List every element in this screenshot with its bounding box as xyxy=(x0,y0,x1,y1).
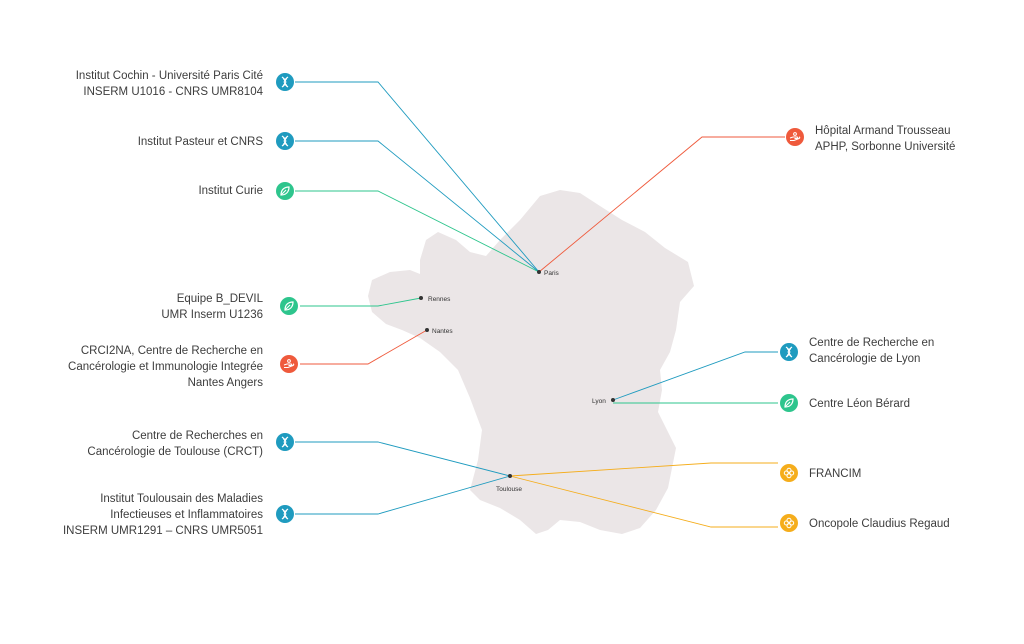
institution-line: INSERM UMR1291 – CNRS UMR5051 xyxy=(62,525,263,537)
institution-line: Institut Curie xyxy=(198,185,263,197)
city-label-paris: Paris xyxy=(544,270,559,277)
institution-line: CRCI2NA, Centre de Recherche en xyxy=(80,345,263,357)
hand-icon xyxy=(280,355,298,373)
connector-line-francim xyxy=(509,462,778,477)
institution-line: Centre de Recherches en xyxy=(131,430,263,442)
institution-line: UMR Inserm U1236 xyxy=(161,309,263,321)
institution-line: Centre de Recherche en xyxy=(809,337,935,349)
leaf-icon xyxy=(780,394,798,412)
institution-label-crct: Centre de Recherches en Cancérologie de T… xyxy=(87,428,263,460)
connector-line-crcl xyxy=(612,351,778,401)
city-dot-nantes xyxy=(425,328,429,332)
institution-line: Cancérologie et Immunologie Integrée xyxy=(68,361,263,373)
connector-line-toulousain xyxy=(295,475,511,515)
institution-label-bdevil: Equipe B_DEVIL UMR Inserm U1236 xyxy=(161,291,263,323)
leaf-icon xyxy=(276,182,294,200)
france-map-shape xyxy=(368,190,694,534)
institution-line: Infectieuses et Inflammatoires xyxy=(110,509,263,521)
institution-line: Equipe B_DEVIL xyxy=(176,293,263,305)
institution-line: APHP, Sorbonne Université xyxy=(815,141,956,153)
city-label-lyon: Lyon xyxy=(592,398,606,405)
connector-line-trousseau xyxy=(538,136,785,273)
institution-line: Institut Cochin - Université Paris Cité xyxy=(75,70,263,82)
institution-line: INSERM U1016 - CNRS UMR8104 xyxy=(83,86,263,98)
city-dot-lyon xyxy=(611,398,615,402)
institution-line: Nantes Angers xyxy=(187,377,263,389)
institution-label-berard: Centre Léon Bérard xyxy=(809,396,910,412)
dna-icon xyxy=(780,343,798,361)
institution-label-crcl: Centre de Recherche en Cancérologie de Ly… xyxy=(809,335,934,367)
city-label-nantes: Nantes xyxy=(432,328,453,335)
connector-line-curie xyxy=(295,190,540,273)
institution-line: Institut Pasteur et CNRS xyxy=(137,136,263,148)
institution-label-crci2na: CRCI2NA, Centre de Recherche en Cancérolo… xyxy=(68,343,263,391)
connector-line-crci2na xyxy=(300,329,428,365)
connector-line-cochin xyxy=(295,81,540,273)
institution-label-curie: Institut Curie xyxy=(198,183,263,199)
city-label-rennes: Rennes xyxy=(428,296,451,303)
institution-line: Cancérologie de Lyon xyxy=(809,353,921,365)
flower-icon xyxy=(780,514,798,532)
institution-label-oncopole: Oncopole Claudius Regaud xyxy=(809,516,950,532)
institution-line: Hôpital Armand Trousseau xyxy=(815,125,951,137)
institution-line: Institut Toulousain des Maladies xyxy=(100,493,263,505)
dna-icon xyxy=(276,132,294,150)
connector-line-crct xyxy=(295,441,511,477)
institution-line: Oncopole Claudius Regaud xyxy=(809,518,950,530)
city-label-toulouse: Toulouse xyxy=(496,486,523,493)
leaf-icon xyxy=(280,297,298,315)
institution-label-francim: FRANCIM xyxy=(809,466,861,482)
institution-line: Centre Léon Bérard xyxy=(809,398,911,410)
dna-icon xyxy=(276,505,294,523)
institution-line: FRANCIM xyxy=(809,468,862,480)
dna-icon xyxy=(276,73,294,91)
connector-line-pasteur xyxy=(295,140,540,273)
dna-icon xyxy=(276,433,294,451)
city-dot-paris xyxy=(537,270,541,274)
hand-icon xyxy=(786,128,804,146)
city-dot-toulouse xyxy=(508,474,512,478)
institution-label-pasteur: Institut Pasteur et CNRS xyxy=(138,134,263,150)
flower-icon xyxy=(780,464,798,482)
connector-line-bdevil xyxy=(300,297,422,307)
institution-line: Cancérologie de Toulouse (CRCT) xyxy=(87,446,263,458)
connector-line-oncopole xyxy=(509,475,778,528)
city-dot-rennes xyxy=(419,296,423,300)
